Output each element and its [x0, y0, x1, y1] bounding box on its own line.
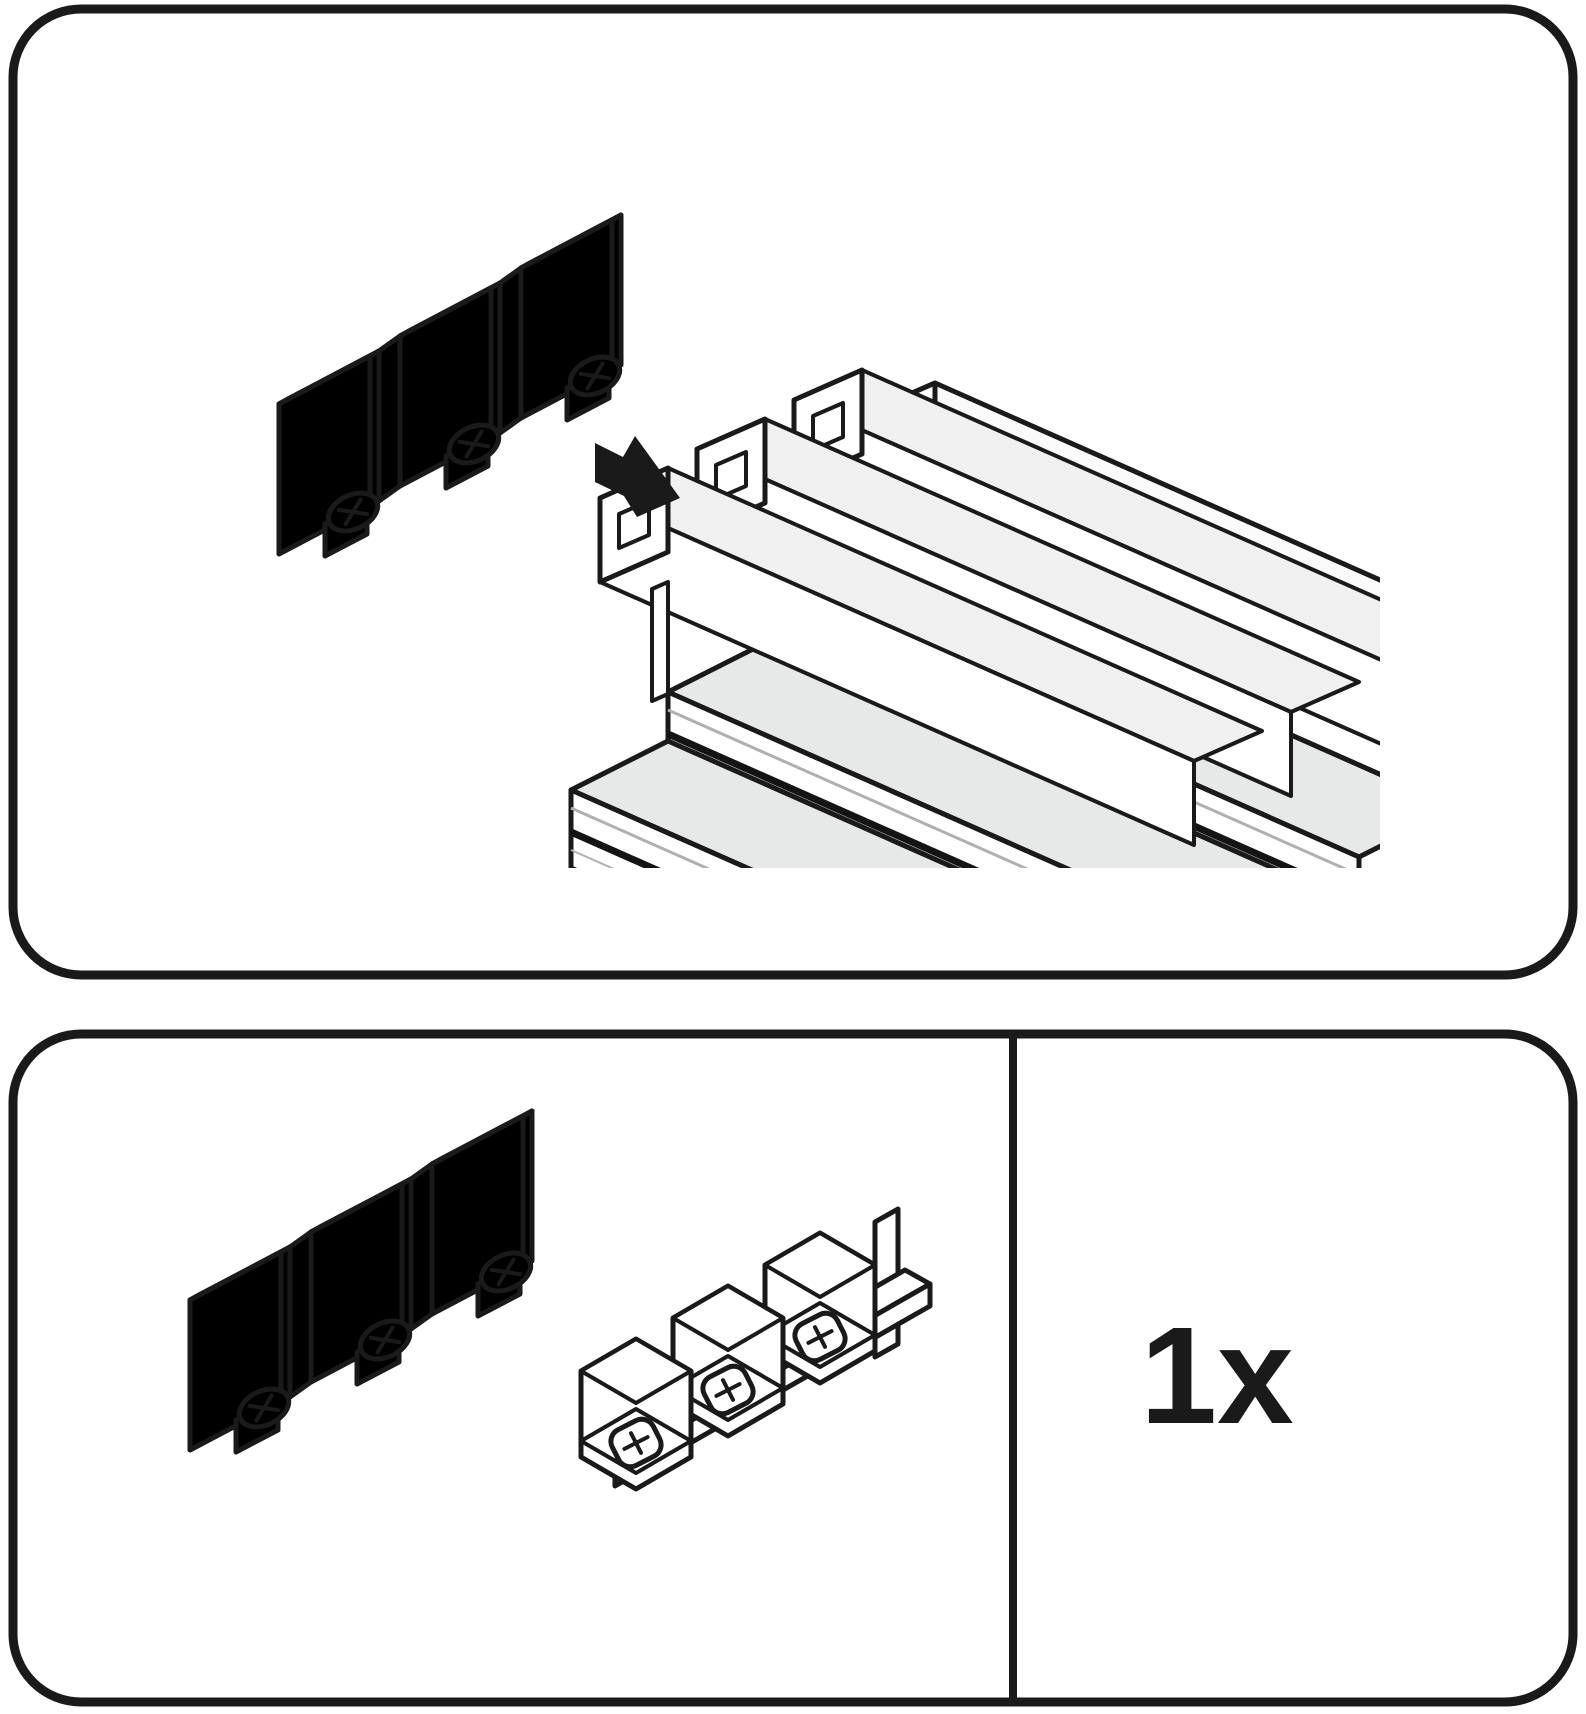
quantity-label: 1x [1140, 1299, 1294, 1453]
end-cap-rear-view [581, 1206, 933, 1489]
curtain-rail-illustration [568, 370, 1380, 868]
parts-panel: 1x [8, 1029, 1578, 1707]
insertion-arrow-icon [595, 436, 680, 517]
step-panel [8, 4, 1578, 980]
